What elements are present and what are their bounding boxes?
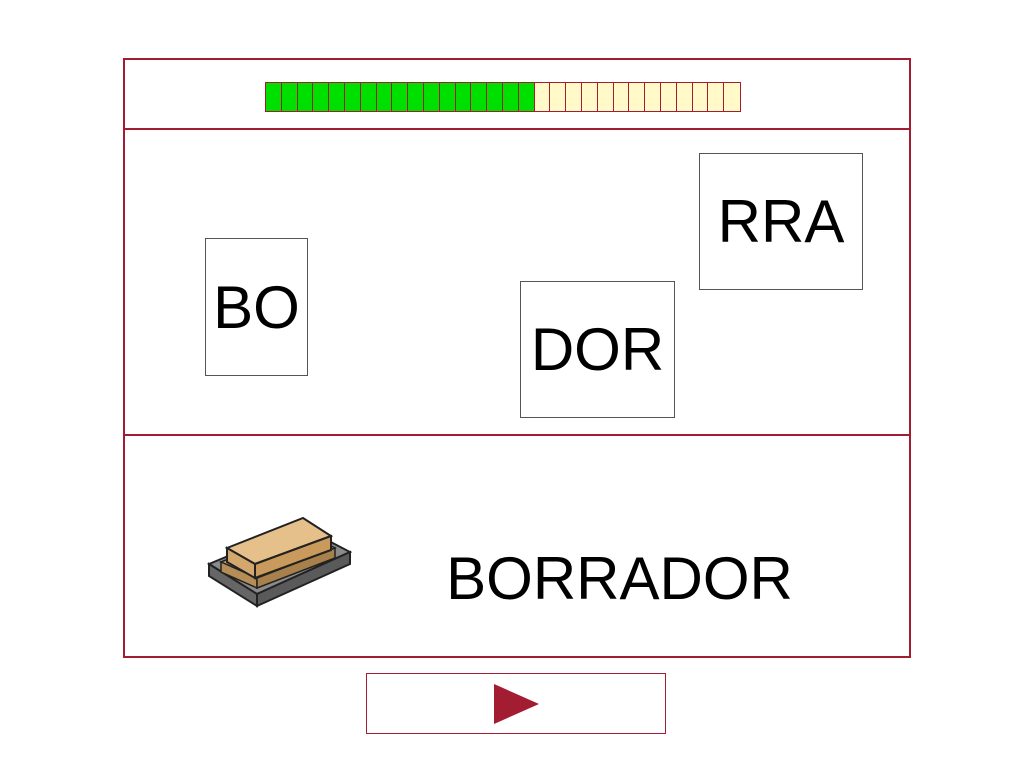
next-button[interactable] <box>366 673 666 734</box>
top-divider <box>125 128 909 130</box>
progress-segment-empty <box>629 83 646 111</box>
progress-segment-empty <box>660 83 677 111</box>
activity-frame: BO DOR RRA BORRADOR <box>123 58 911 658</box>
progress-segment-complete <box>376 83 393 111</box>
progress-segment-complete <box>281 83 298 111</box>
progress-segment-complete <box>502 83 519 111</box>
syllable-tile-dor[interactable]: DOR <box>520 281 675 418</box>
progress-segment-empty <box>692 83 709 111</box>
target-word: BORRADOR <box>446 545 793 612</box>
progress-segment-complete <box>266 83 282 111</box>
progress-segment-complete <box>392 83 409 111</box>
syllable-tile-rra[interactable]: RRA <box>699 153 863 290</box>
progress-segment-empty <box>534 83 551 111</box>
progress-segment-complete <box>344 83 361 111</box>
progress-segment-empty <box>676 83 693 111</box>
progress-segment-complete <box>487 83 503 111</box>
progress-segment-empty <box>597 83 614 111</box>
progress-segment-complete <box>408 83 424 111</box>
progress-segment-empty <box>645 83 661 111</box>
progress-segment-empty <box>550 83 567 111</box>
progress-segment-complete <box>518 83 535 111</box>
progress-segment-empty <box>708 83 725 111</box>
syllable-tile-bo[interactable]: BO <box>205 238 308 376</box>
play-arrow-icon <box>494 683 539 724</box>
progress-segment-complete <box>471 83 488 111</box>
eraser-icon <box>207 516 353 608</box>
progress-segment-complete <box>329 83 345 111</box>
bottom-divider <box>125 434 909 436</box>
progress-segment-complete <box>360 83 377 111</box>
progress-segment-complete <box>423 83 440 111</box>
progress-bar <box>265 82 741 112</box>
progress-segment-complete <box>313 83 330 111</box>
progress-segment-empty <box>581 83 598 111</box>
progress-segment-empty <box>724 83 740 111</box>
progress-segment-complete <box>455 83 472 111</box>
progress-segment-empty <box>613 83 630 111</box>
progress-segment-complete <box>297 83 314 111</box>
progress-segment-complete <box>439 83 456 111</box>
progress-segment-empty <box>566 83 582 111</box>
